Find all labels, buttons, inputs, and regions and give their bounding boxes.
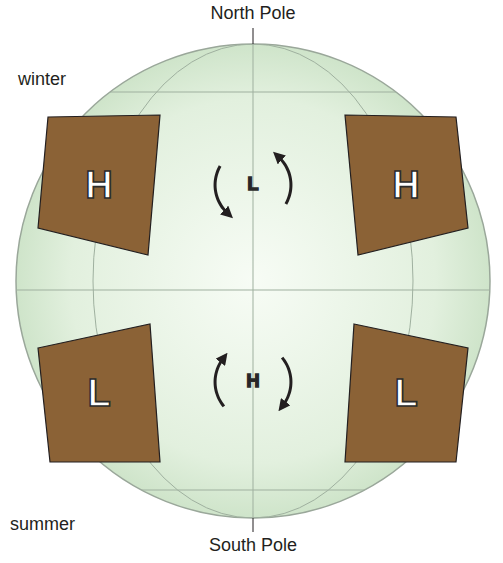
circulation-arrow — [277, 156, 291, 204]
graticule — [0, 40, 503, 520]
pressure-letter: H — [392, 166, 419, 204]
pole-tick — [253, 518, 254, 532]
landmass-outline — [38, 324, 160, 462]
pressure-letter: H — [247, 372, 260, 392]
landmass-outline — [38, 115, 160, 255]
landmass-outline — [345, 115, 468, 255]
landmass-outline — [345, 324, 468, 462]
season-label: winter — [18, 70, 66, 90]
season-label: summer — [10, 515, 75, 535]
circulation-arrow — [282, 358, 291, 407]
landmass: H — [36, 114, 162, 256]
pressure-letter: H — [85, 166, 112, 204]
pole-label: North Pole — [210, 4, 295, 24]
pressure-letter: L — [87, 374, 110, 412]
circulation-arrow — [215, 358, 224, 407]
landmass: H — [342, 114, 470, 256]
pole-tick — [253, 28, 254, 44]
pressure-letter: L — [394, 374, 417, 412]
pole-label: South Pole — [209, 536, 297, 556]
landmass: L — [36, 322, 162, 464]
circulation-arrow — [215, 166, 229, 214]
pressure-letter: L — [248, 175, 259, 195]
landmass: L — [342, 322, 470, 464]
